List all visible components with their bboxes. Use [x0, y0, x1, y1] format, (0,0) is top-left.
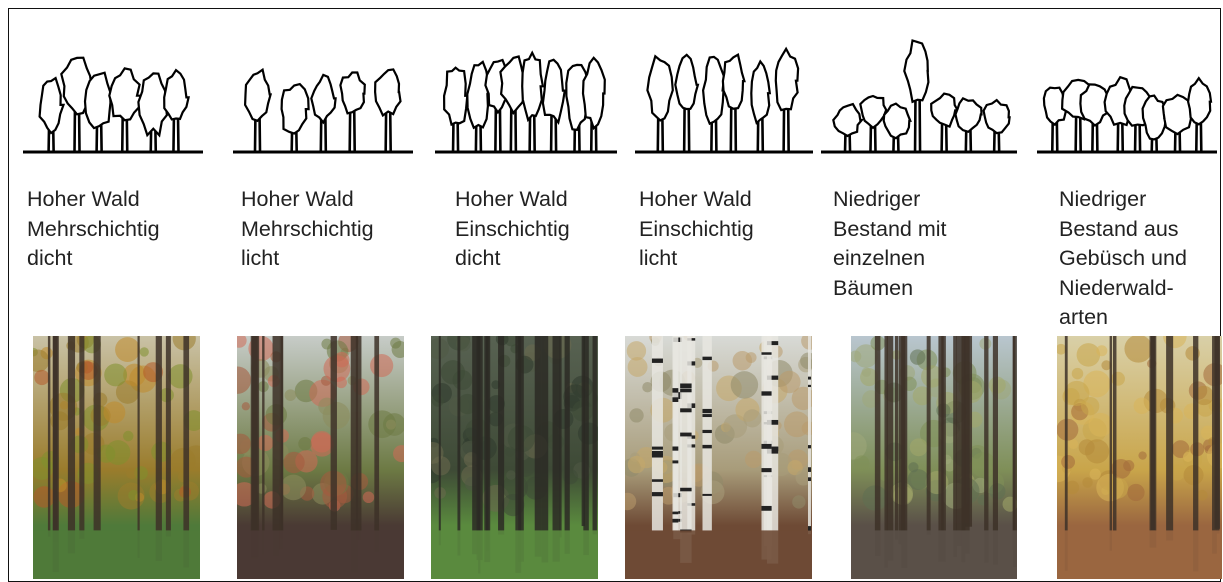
- forest-path-photo: [237, 336, 404, 579]
- label-line: Bestand mit: [833, 216, 947, 241]
- tree-silhouette-icon: [635, 39, 813, 159]
- forest-photo: [33, 336, 200, 579]
- tree-silhouette-icon: [435, 39, 617, 159]
- tree-silhouette-icon: [233, 39, 413, 159]
- column-label: Niedriger Bestand mit einzelnen Bäumen: [833, 185, 947, 303]
- label-line: Einschichtig: [639, 216, 754, 241]
- label-line: Bestand aus: [1059, 216, 1179, 241]
- tree-silhouette-icon: [821, 39, 1017, 159]
- birch-forest-photo: [625, 336, 812, 579]
- label-line: Hoher Wald: [639, 187, 752, 211]
- label-line: licht: [241, 246, 280, 270]
- column-label: Hoher Wald Einschichtig dicht: [455, 185, 570, 274]
- tree-silhouette-icon: [23, 39, 203, 159]
- label-line: licht: [639, 246, 678, 270]
- label-line: Hoher Wald: [455, 187, 568, 211]
- figure-frame: Hoher Wald Mehrschichtig dicht Hoher Wal…: [8, 8, 1222, 582]
- label-line: Bäumen: [833, 275, 914, 300]
- column-label: Hoher Wald Einschichtig licht: [639, 185, 754, 274]
- label-line: Hoher Wald: [241, 187, 354, 211]
- coppice-forest-photo: [1057, 336, 1222, 579]
- label-line: Einschichtig: [455, 216, 570, 241]
- label-line: dicht: [455, 246, 501, 270]
- dense-forest-photo: [431, 336, 598, 579]
- label-line: einzelnen: [833, 246, 926, 270]
- column-label: Hoher Wald Mehrschichtig licht: [241, 185, 374, 274]
- young-stand-photo: [851, 336, 1017, 579]
- label-line: Mehrschichtig: [241, 216, 374, 241]
- label-line: Hoher Wald: [27, 187, 140, 211]
- label-line: Mehrschichtig: [27, 216, 160, 241]
- tree-silhouette-icon: [1037, 39, 1217, 159]
- label-line: Niederwald-: [1059, 275, 1174, 300]
- label-line: Niedriger: [1059, 187, 1147, 211]
- label-line: Niedriger: [833, 187, 921, 211]
- column-label: Hoher Wald Mehrschichtig dicht: [27, 185, 160, 274]
- label-line: dicht: [27, 246, 73, 270]
- label-line: arten: [1059, 305, 1109, 329]
- column-label: Niedriger Bestand aus Gebüsch und Nieder…: [1059, 185, 1187, 333]
- label-line: Gebüsch und: [1059, 246, 1187, 270]
